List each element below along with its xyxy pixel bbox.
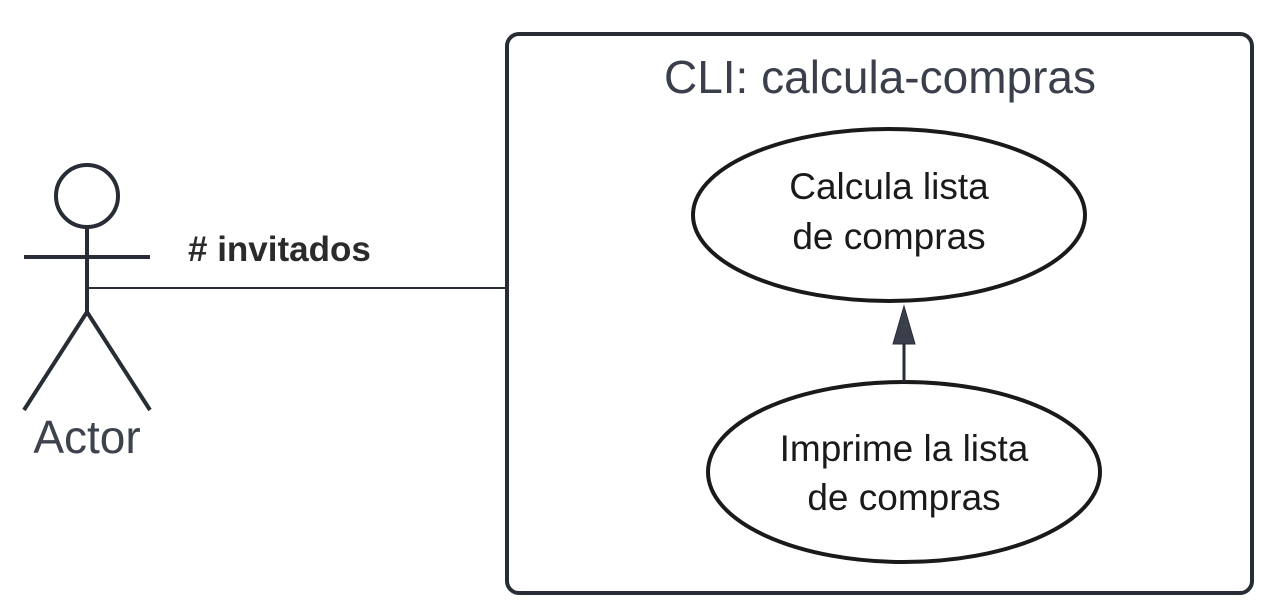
use-case-imprime-lista-line2: de compras	[807, 477, 1000, 518]
actor-right-leg	[85, 310, 152, 412]
association-label: # invitados	[188, 230, 371, 269]
stick-figure-actor-icon	[22, 163, 152, 412]
use-case-calcula-lista-line2: de compras	[792, 216, 985, 257]
use-case-calcula-lista	[691, 127, 1087, 303]
use-case-calcula-lista-line1: Calcula lista	[789, 166, 989, 207]
filled-arrowhead-icon	[892, 304, 916, 345]
system-title: CLI: calcula-compras	[664, 51, 1096, 103]
system-boundary	[505, 32, 1254, 595]
actor-left-leg	[22, 310, 89, 412]
actor-label: Actor	[33, 411, 140, 463]
use-case-imprime-lista	[706, 380, 1102, 564]
use-case-imprime-lista-line1: Imprime la lista	[780, 428, 1029, 469]
actor-head	[54, 163, 120, 229]
